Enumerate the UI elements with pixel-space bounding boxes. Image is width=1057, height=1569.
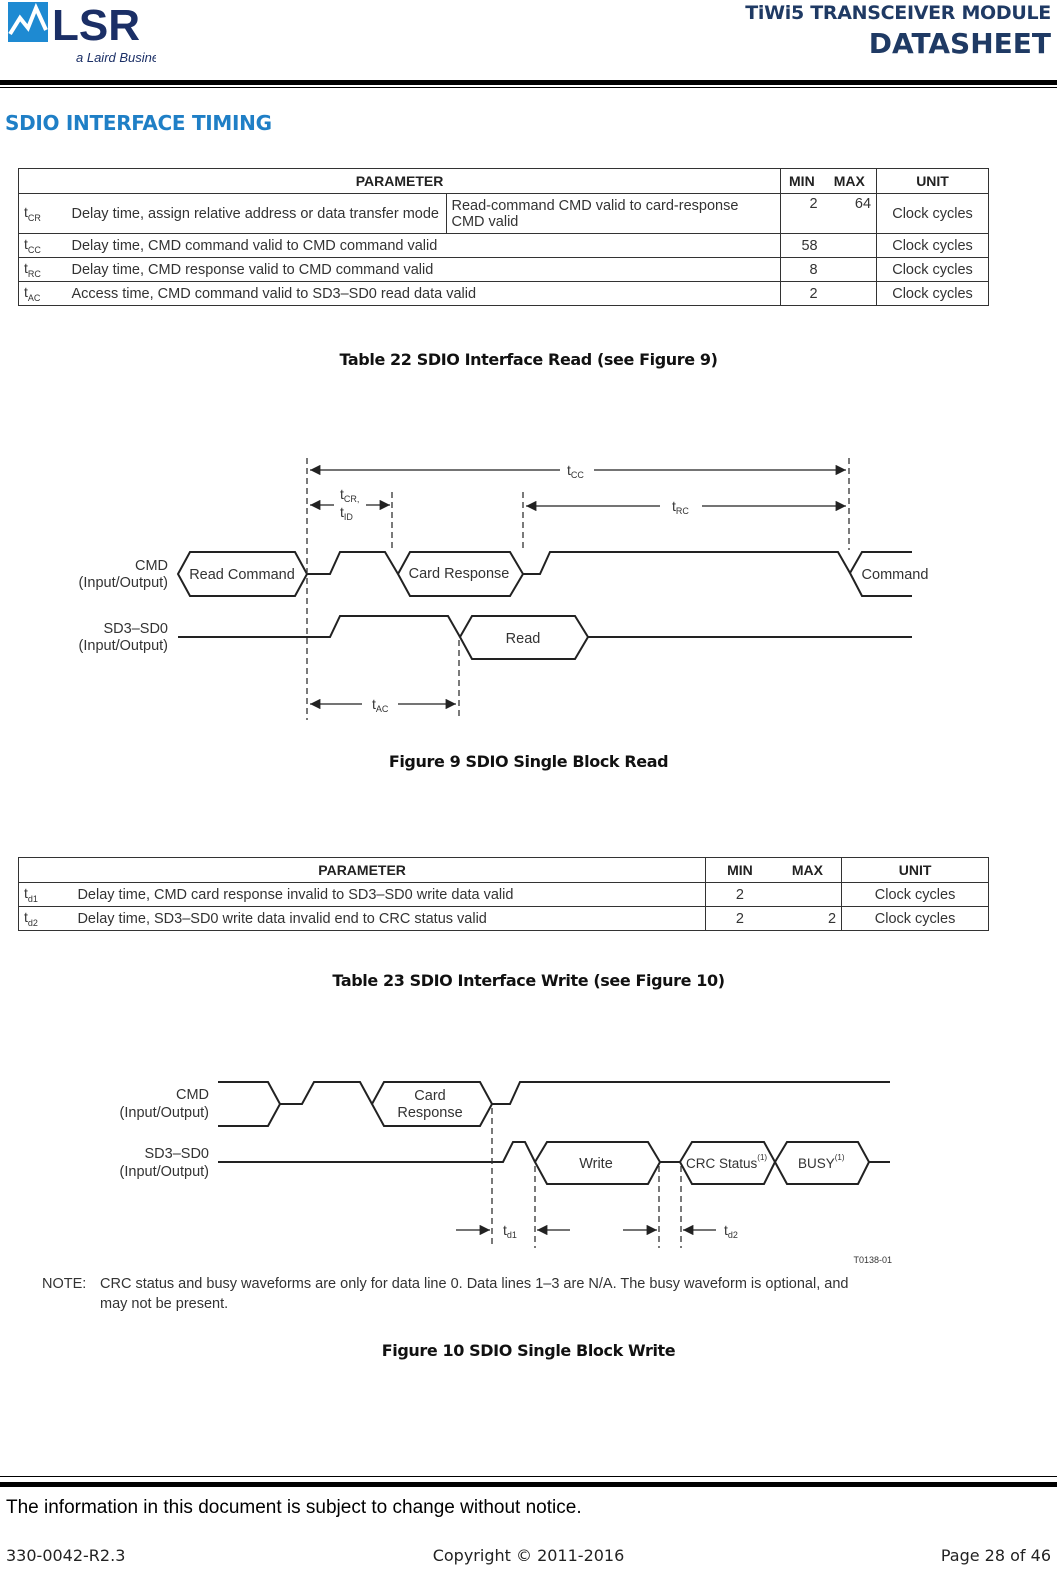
table22-header-parameter: PARAMETER	[17, 168, 782, 194]
param-desc: Delay time, CMD command valid to CMD com…	[66, 233, 782, 258]
read-label: Read	[506, 631, 541, 647]
page-number: Page 28 of 46	[940, 1546, 1051, 1565]
figure-10-timing-diagram: td1 td2 CMD (Input/Output) SD3–SD0 (Inpu…	[42, 1081, 892, 1312]
cmd-io-label: (Input/Output)	[120, 1105, 209, 1121]
figure-10-caption: Figure 10 SDIO Single Block Write	[381, 1341, 676, 1360]
param-symbol: tCC	[18, 233, 67, 258]
t-cr-label: tCR,	[340, 486, 359, 504]
figure-9-timing-diagram: tCC tCR, tID tRC tAC CMD (Input/Output) …	[79, 458, 929, 720]
t-id-label: tID	[340, 504, 353, 522]
footer-notice: The information in this document is subj…	[6, 1497, 582, 1518]
param-unit: Clock cycles	[876, 257, 989, 282]
write-label: Write	[579, 1156, 613, 1172]
sd-label: SD3–SD0	[104, 621, 168, 637]
param-unit: Clock cycles	[876, 281, 989, 306]
doc-number: 330-0042-R2.3	[6, 1546, 126, 1565]
param-unit: Clock cycles	[876, 233, 989, 258]
param-unit: Clock cycles	[876, 193, 989, 234]
param-desc-2: Read-command CMD valid to card-response …	[445, 193, 782, 234]
cmd-label: CMD	[135, 558, 168, 574]
table-23: PARAMETER MIN MAX UNIT td1 Delay time, C…	[17, 857, 989, 931]
param-min: 2	[780, 281, 823, 306]
table-22-caption: Table 22 SDIO Interface Read (see Figure…	[339, 350, 718, 369]
t-d2-label: td2	[724, 1222, 738, 1240]
busy-label: BUSY(1)	[798, 1153, 845, 1171]
table22-header-max: MAX	[822, 168, 878, 194]
param-desc: Delay time, CMD card response invalid to…	[72, 882, 707, 907]
table-row: td2 Delay time, SD3–SD0 write data inval…	[18, 906, 989, 931]
copyright: Copyright © 2011-2016	[432, 1546, 625, 1565]
sd-io-label: (Input/Output)	[120, 1164, 209, 1180]
read-command-label: Read Command	[189, 567, 295, 583]
param-symbol: tCR	[18, 193, 67, 234]
table23-header-max: MAX	[773, 857, 843, 883]
card-label: Card	[414, 1088, 445, 1104]
param-symbol: tRC	[18, 257, 67, 282]
param-desc: Access time, CMD command valid to SD3–SD…	[66, 281, 782, 306]
lsr-emblem-icon	[8, 2, 48, 42]
header-rule	[0, 80, 1057, 85]
param-unit: Clock cycles	[841, 906, 989, 931]
footer-rule-thin	[0, 1476, 1057, 1477]
param-max: 64	[822, 193, 878, 234]
cmd-io-label: (Input/Output)	[79, 575, 168, 591]
table22-header-unit: UNIT	[876, 168, 989, 194]
section-title: SDIO INTERFACE TIMING	[5, 111, 272, 135]
param-symbol: td2	[18, 906, 73, 931]
param-max: 2	[773, 906, 843, 931]
param-min: 2	[705, 906, 774, 931]
t-d1-label: td1	[503, 1222, 517, 1240]
table-row: tRC Delay time, CMD response valid to CM…	[18, 257, 989, 282]
param-max	[773, 882, 843, 907]
param-max	[822, 233, 878, 258]
param-min: 58	[780, 233, 823, 258]
svg-text:LSR: LSR	[52, 1, 140, 50]
t-rc-label: tRC	[672, 498, 689, 516]
t-cc-label: tCC	[567, 462, 584, 480]
sd-label: SD3–SD0	[145, 1146, 209, 1162]
param-max	[822, 281, 878, 306]
sd-io-label: (Input/Output)	[79, 638, 168, 654]
module-title: TiWi5 TRANSCEIVER MODULE	[745, 2, 1051, 24]
lsr-logo: LSR a Laird Business	[6, 0, 173, 66]
table-row: tCC Delay time, CMD command valid to CMD…	[18, 233, 989, 258]
response-label: Response	[397, 1105, 462, 1121]
table22-header-min: MIN	[780, 168, 823, 194]
svg-text:a Laird Business: a Laird Business	[76, 50, 156, 65]
figure-ref: T0138-01	[853, 1255, 892, 1265]
note-label: NOTE:	[42, 1276, 86, 1292]
param-min: 8	[780, 257, 823, 282]
param-desc: Delay time, SD3–SD0 write data invalid e…	[72, 906, 707, 931]
table-23-caption: Table 23 SDIO Interface Write (see Figur…	[332, 971, 725, 990]
table23-header-min: MIN	[705, 857, 774, 883]
note-line-1: CRC status and busy waveforms are only f…	[100, 1276, 848, 1292]
param-max	[822, 257, 878, 282]
note-line-2: may not be present.	[100, 1296, 228, 1312]
doc-type: DATASHEET	[868, 27, 1051, 60]
table23-header-unit: UNIT	[841, 857, 989, 883]
header-title-block: TiWi5 TRANSCEIVER MODULE DATASHEET	[745, 0, 1051, 62]
command-label: Command	[862, 567, 929, 583]
table23-header-parameter: PARAMETER	[17, 857, 707, 883]
param-unit: Clock cycles	[841, 882, 989, 907]
footer-rule	[0, 1482, 1057, 1487]
param-min: 2	[780, 193, 823, 234]
param-min: 2	[705, 882, 774, 907]
table-row: tAC Access time, CMD command valid to SD…	[18, 281, 989, 306]
table-row: td1 Delay time, CMD card response invali…	[18, 882, 989, 907]
table-22: PARAMETER MIN MAX UNIT tCR Delay time, a…	[17, 168, 989, 306]
param-symbol: td1	[18, 882, 73, 907]
param-symbol: tAC	[18, 281, 67, 306]
param-desc: Delay time, assign relative address or d…	[66, 193, 447, 234]
t-ac-label: tAC	[372, 696, 389, 714]
table-row: tCR Delay time, assign relative address …	[18, 193, 989, 234]
crc-status-label: CRC Status(1)	[686, 1153, 767, 1171]
param-desc: Delay time, CMD response valid to CMD co…	[66, 257, 782, 282]
card-response-label: Card Response	[409, 566, 510, 582]
header-rule-thin	[0, 87, 1057, 88]
figure-9-caption: Figure 9 SDIO Single Block Read	[388, 752, 669, 771]
cmd-label: CMD	[176, 1087, 209, 1103]
